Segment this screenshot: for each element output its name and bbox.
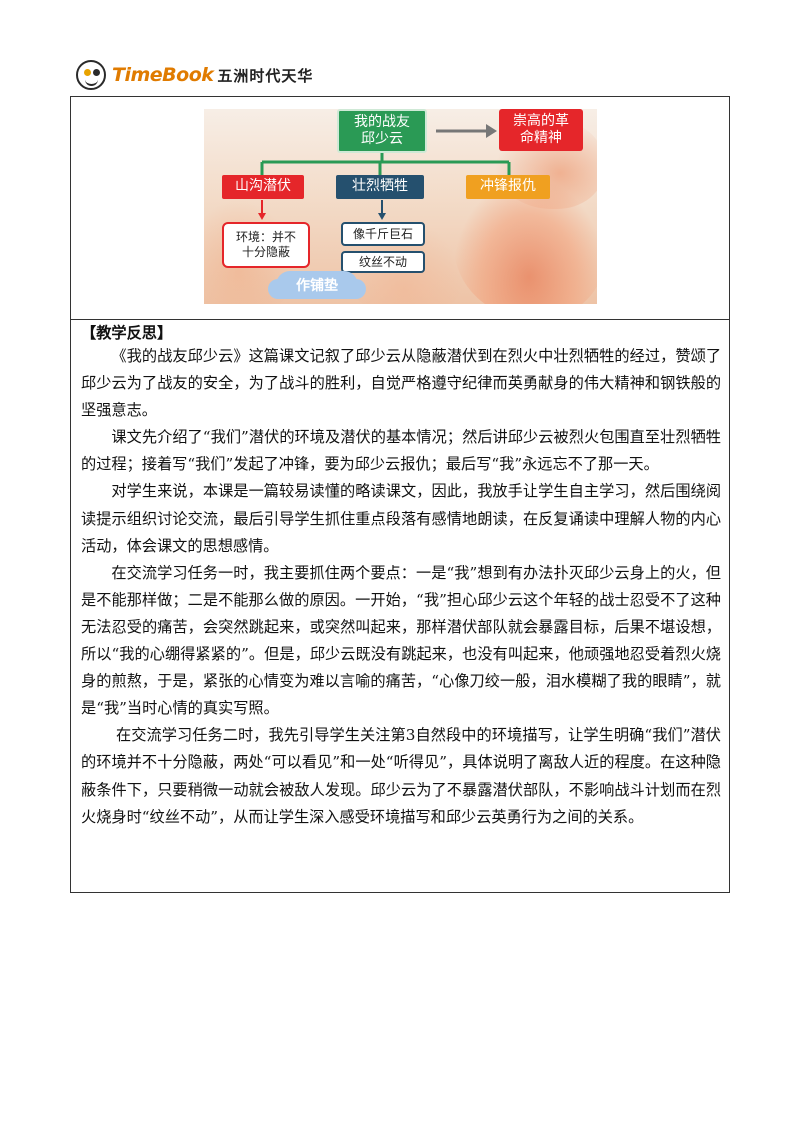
- brand-logo: TimeBook 五洲时代天华: [76, 58, 313, 92]
- node-revolutionary-spirit: 崇高的革 命精神: [499, 109, 583, 151]
- reflection-heading: 【教学反思】: [81, 324, 173, 342]
- teaching-reflection: 【教学反思】 《我的战友邱少云》这篇课文记叙了邱少云从隐蔽潜伏到在烈火中壮烈牺牲…: [81, 323, 721, 831]
- table-divider: [71, 319, 729, 320]
- brand-name-en: TimeBook: [112, 64, 214, 86]
- node-environment: 环境：并不 十分隐蔽: [222, 222, 310, 268]
- brand-name-cn: 五洲时代天华: [217, 66, 314, 85]
- reflection-paragraph: 在交流学习任务二时，我先引导学生关注第3自然段中的环境描写，让学生明确“我们”潜…: [81, 726, 721, 826]
- node-ambush: 山沟潜伏: [222, 175, 304, 199]
- node-my-comrade: 我的战友 邱少云: [337, 109, 427, 153]
- logo-mascot-icon: [76, 60, 106, 90]
- reflection-paragraph: 对学生来说，本课是一篇较易读懂的略读课文，因此，我放手让学生自主学习，然后围绕阅…: [81, 482, 721, 555]
- diagram-connectors: [258, 124, 511, 220]
- lesson-diagram: 我的战友 邱少云 崇高的革 命精神 山沟潜伏 壮烈牺牲 冲锋报仇 环境：并不 十…: [204, 109, 597, 304]
- node-charge: 冲锋报仇: [466, 175, 550, 199]
- content-table: 我的战友 邱少云 崇高的革 命精神 山沟潜伏 壮烈牺牲 冲锋报仇 环境：并不 十…: [70, 96, 730, 893]
- node-motionless: 纹丝不动: [341, 251, 425, 273]
- reflection-paragraph: 在交流学习任务一时，我主要抓住两个要点：一是“我”想到有办法扑灭邱少云身上的火，…: [81, 563, 721, 718]
- node-heavy-rock: 像千斤巨石: [341, 222, 425, 246]
- reflection-paragraph: 《我的战友邱少云》这篇课文记叙了邱少云从隐蔽潜伏到在烈火中壮烈牺牲的经过，赞颂了…: [81, 347, 721, 420]
- foreshadow-cloud: 作铺垫: [276, 271, 358, 299]
- reflection-paragraph: 课文先介绍了“我们”潜伏的环境及潜伏的基本情况；然后讲邱少云被烈火包围直至壮烈牺…: [81, 428, 721, 474]
- node-sacrifice: 壮烈牺牲: [336, 175, 424, 199]
